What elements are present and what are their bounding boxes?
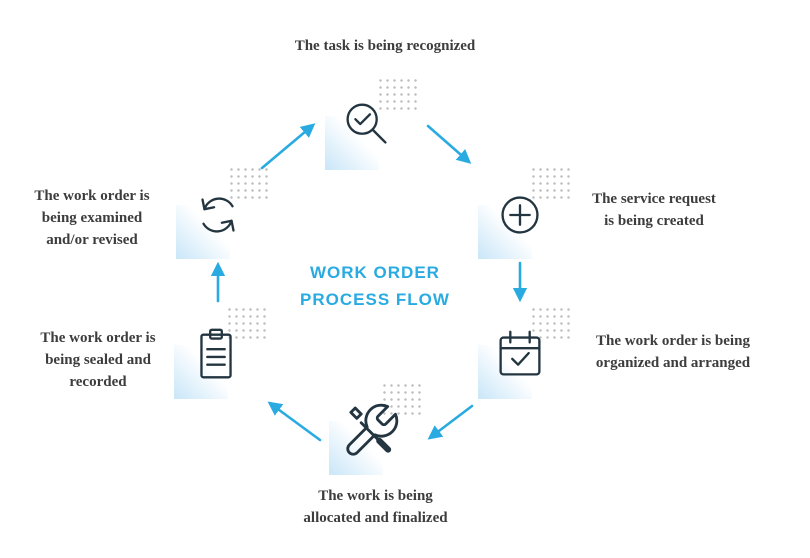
diagram-title-line-2: PROCESS FLOW [300, 290, 450, 310]
dots-pattern [377, 77, 421, 114]
label-line: being examined [41, 209, 143, 226]
label-line: The work is being [318, 488, 433, 504]
arrow-recognized-to-created [426, 124, 472, 164]
calendar-check-icon [478, 306, 574, 399]
plus-circle-glyph [501, 196, 539, 234]
diagram-title-line-1: WORK ORDER [310, 263, 440, 282]
magnifier-check-glyph [346, 103, 387, 144]
icon-gradient [478, 345, 532, 399]
step-label-work-order-sealed: The work order is being sealed and recor… [28, 328, 168, 393]
dots-pattern [226, 306, 270, 343]
label-line: The service request [592, 191, 716, 207]
step-label-task-recognized: The task is being recognized [250, 36, 520, 58]
label-line: The work order is [40, 330, 156, 346]
arrow-organized-to-allocated [427, 404, 474, 440]
arrow-allocated-to-sealed [267, 401, 322, 442]
label-line: organized and arranged [595, 354, 751, 371]
label-line: is being created [604, 212, 704, 229]
label-line: being sealed and [45, 351, 151, 368]
label-line: allocated and finalized [303, 509, 448, 526]
icon-gradient [329, 421, 383, 475]
refresh-icon [176, 166, 272, 259]
diagram-title: WORK ORDER PROCESS FLOW [283, 259, 467, 313]
tools-icon [329, 382, 425, 475]
step-label-work-order-organized: The work order is being organized and ar… [572, 331, 774, 375]
label-line: The work order is being [596, 333, 750, 349]
label-line: recorded [69, 373, 127, 390]
dots-pattern [530, 166, 574, 203]
magnifier-check-icon [325, 77, 421, 170]
plus-circle-icon [478, 166, 574, 259]
clipboard-icon [174, 306, 270, 399]
arrow-examined-to-recognized [260, 123, 316, 170]
icon-gradient [325, 116, 379, 170]
tools-glyph [346, 403, 399, 456]
clipboard-glyph [200, 328, 232, 379]
dots-pattern [228, 166, 272, 203]
calendar-check-glyph [499, 330, 541, 376]
label-line: The task is being recognized [294, 38, 476, 54]
label-line: The work order is [34, 188, 150, 204]
label-line: and/or revised [46, 231, 138, 248]
step-label-work-allocated: The work is being allocated and finalize… [268, 486, 483, 530]
dots-pattern [381, 382, 425, 419]
step-label-service-request-created: The service request is being created [578, 189, 730, 233]
refresh-glyph [201, 197, 235, 233]
step-label-work-order-examined: The work order is being examined and/or … [22, 186, 162, 251]
